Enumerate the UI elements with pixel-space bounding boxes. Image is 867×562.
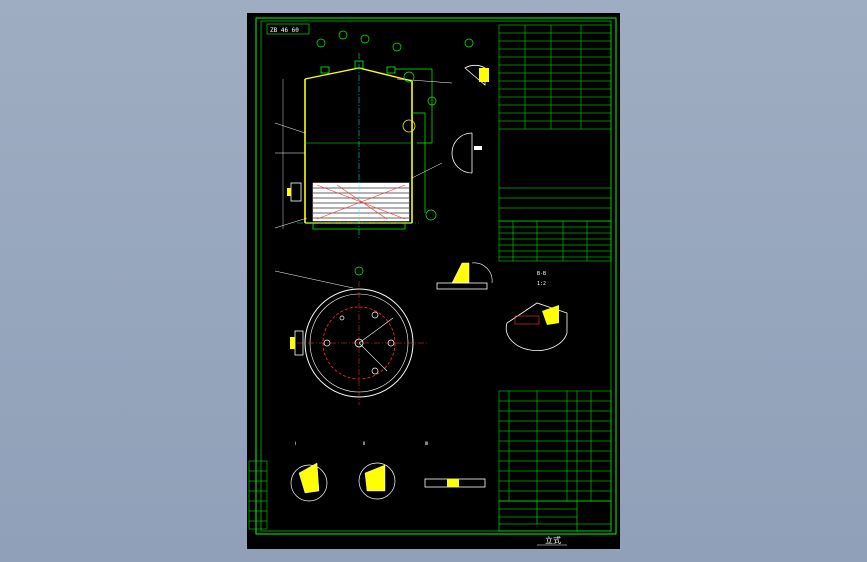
stamp-text: ZB 46 60: [270, 27, 299, 34]
vessel-elevation: [274, 30, 474, 238]
cad-drawing: ZB 46 60: [248, 17, 617, 546]
title-block: [498, 500, 612, 532]
title-stamp: 立式: [545, 535, 561, 545]
revision-strip: [248, 460, 268, 530]
inner-border: [260, 20, 612, 532]
spec-table-top: [498, 24, 612, 222]
detail-label-a: Ⅰ: [295, 441, 296, 447]
stamp-box: [266, 23, 310, 35]
section-scale: 1:2: [537, 281, 546, 287]
parts-list: [498, 390, 612, 502]
detail-label-b: Ⅱ: [363, 441, 365, 447]
outer-border: [255, 17, 617, 535]
detail-views: B-B 1:2 Ⅰ Ⅱ Ⅲ: [290, 64, 568, 502]
section-label-bb: B-B: [537, 271, 546, 277]
detail-label-c: Ⅲ: [425, 441, 428, 447]
drawing-sheet: ZB 46 60: [247, 13, 620, 549]
vessel-plan-view: [274, 266, 427, 405]
nozzle-table: [498, 220, 612, 262]
